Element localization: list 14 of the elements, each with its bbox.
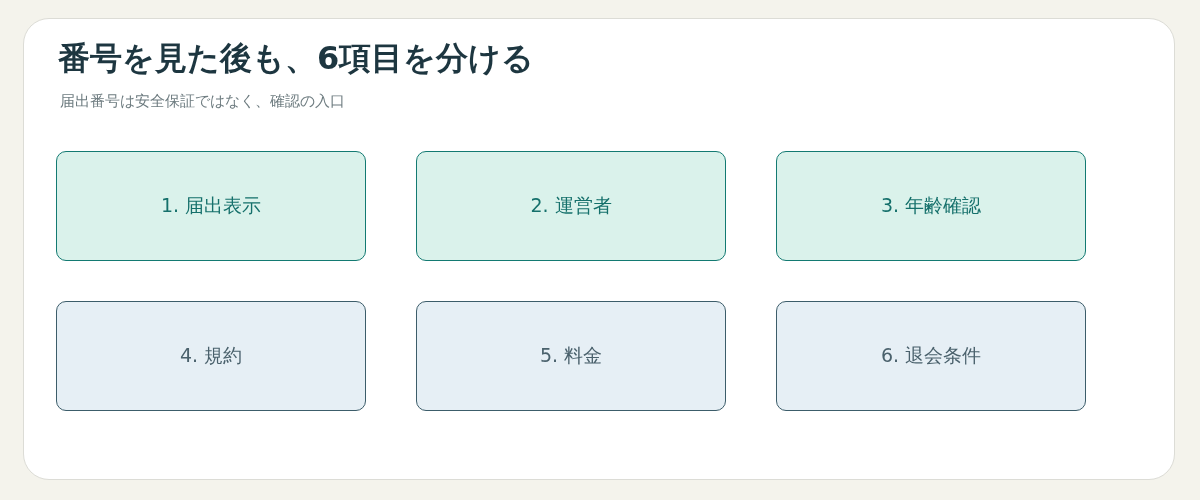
subtitle: 届出番号は安全保証ではなく、確認の入口 <box>60 91 345 112</box>
item-label: 5. 料金 <box>539 343 603 368</box>
item-label: 3. 年齢確認 <box>880 193 982 218</box>
item-card <box>776 151 1086 261</box>
title: 番号を見た後も、6項目を分ける <box>58 38 535 79</box>
item-card <box>776 301 1086 411</box>
item-label: 4. 規約 <box>179 343 243 368</box>
item-label: 1. 届出表示 <box>160 193 262 218</box>
item-label: 6. 退会条件 <box>880 343 982 368</box>
item-card <box>416 151 726 261</box>
item-card <box>416 301 726 411</box>
item-card <box>56 151 366 261</box>
item-card <box>56 301 366 411</box>
item-label: 2. 運営者 <box>530 193 612 218</box>
